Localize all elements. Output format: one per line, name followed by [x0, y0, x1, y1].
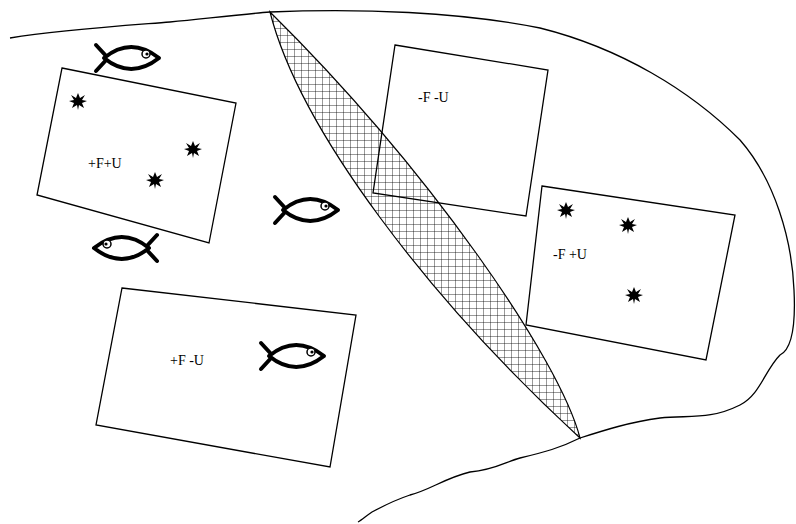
plot-label: -F -U [418, 90, 449, 107]
star-symbol [146, 172, 164, 189]
plot-label: +F+U [88, 156, 122, 173]
star-symbol [557, 202, 575, 219]
plot-label: +F -U [170, 353, 204, 370]
plot-border [526, 186, 735, 360]
plot-outline [96, 288, 357, 468]
star-symbol [625, 287, 643, 304]
star-symbol [184, 141, 202, 158]
plot-box: +F+U [37, 68, 237, 244]
star-symbol [619, 217, 637, 234]
plot-outline [526, 186, 736, 361]
star-symbol [69, 93, 87, 110]
plot-border [37, 68, 236, 243]
fish-symbol [275, 197, 338, 223]
shore-line [270, 11, 794, 438]
plot-outline [373, 45, 549, 217]
fish-symbol [94, 235, 157, 261]
shore-line [10, 12, 270, 38]
fish-symbol [261, 343, 324, 369]
hatched-barrier [270, 12, 580, 438]
plot-box: +F -U [96, 288, 357, 468]
shore-line [358, 438, 580, 522]
plot-border [96, 288, 356, 467]
plot-border [373, 45, 548, 216]
plot-outline [37, 68, 237, 244]
fish-symbol [96, 45, 159, 71]
plot-label: -F +U [553, 247, 587, 264]
plot-box: -F +U [526, 186, 736, 361]
plot-box: -F -U [373, 45, 549, 217]
